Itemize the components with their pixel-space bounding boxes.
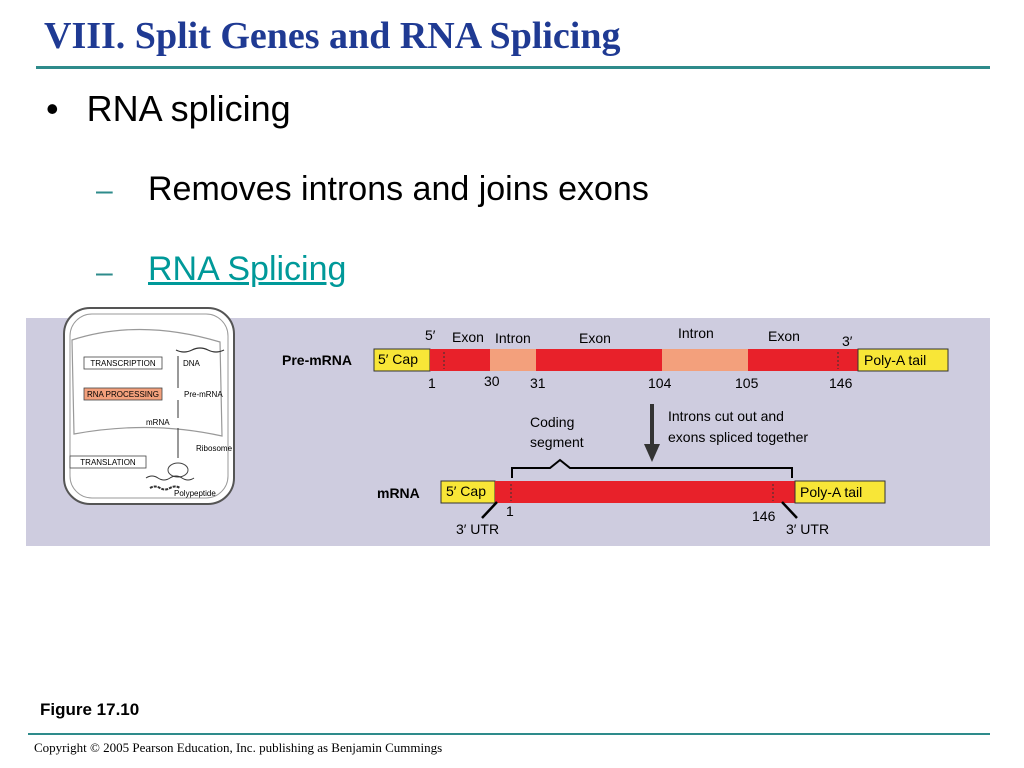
coding-segment-line-2: segment <box>530 434 584 450</box>
sub-dash-2: – <box>96 256 113 289</box>
central-dogma-thumbnail: TRANSCRIPTION DNA RNA PROCESSING Pre-mRN… <box>63 307 235 505</box>
mrna-label: mRNA <box>377 485 420 501</box>
translation-label: TRANSLATION <box>80 458 136 467</box>
title-divider <box>36 66 990 69</box>
ribosome-icon <box>167 462 189 478</box>
translation-box <box>69 455 147 469</box>
splicing-step: Introns cut out and exons spliced togeth… <box>511 404 808 478</box>
mrna-molecule: mRNA 5′ Cap Poly-A tail 1 146 3′ UTR 3′ … <box>377 480 886 537</box>
nucleus-outline <box>71 328 223 437</box>
pre-mrna-intron-2 <box>662 349 748 371</box>
splicing-note-line-2: exons spliced together <box>668 429 808 445</box>
pre-mrna-exon-2 <box>536 349 662 371</box>
pos-1: 1 <box>428 375 436 391</box>
copyright-notice: Copyright © 2005 Pearson Education, Inc.… <box>34 740 443 755</box>
utr-label-right: 3′ UTR <box>786 521 829 537</box>
utr-pointer-left <box>481 501 498 519</box>
bullet-dot: • <box>46 88 59 129</box>
pre-mrna-exon-3 <box>748 349 858 371</box>
cell-inner-outline <box>69 313 229 499</box>
coding-segment-line-1: Coding <box>530 414 574 430</box>
pos-104: 104 <box>648 375 672 391</box>
mrna-tail <box>794 480 886 504</box>
polypeptide-chain-icon <box>149 485 181 491</box>
pre-mrna-cap-label: 5′ Cap <box>378 351 418 367</box>
exon-label-1: Exon <box>452 329 484 345</box>
rna-splicing-link[interactable]: RNA Splicing <box>148 250 347 288</box>
rna-processing-label: RNA PROCESSING <box>87 390 159 399</box>
sub-bullet-removes-introns: Removes introns and joins exons <box>148 170 649 208</box>
pre-mrna-label: Pre-mRNA <box>282 352 352 368</box>
pos-30: 30 <box>484 373 500 389</box>
exon-label-3: Exon <box>768 328 800 344</box>
footer-divider <box>28 733 990 735</box>
dna-strand-icon <box>175 347 225 353</box>
mrna-tail-label: Poly-A tail <box>800 484 862 500</box>
pre-mrna-tail <box>857 348 949 372</box>
pos-146: 146 <box>829 375 853 391</box>
coding-segment-bracket <box>511 458 793 478</box>
transcription-label: TRANSCRIPTION <box>90 359 156 368</box>
ribosome-label: Ribosome <box>196 444 233 453</box>
mrna-thumb-label: mRNA <box>146 418 170 427</box>
sub-dash-1: – <box>96 174 113 207</box>
utr-pointer-right <box>781 501 798 519</box>
mrna-pos-146: 146 <box>752 508 776 524</box>
mrna-coding-region <box>495 481 795 503</box>
pre-mrna-exon-1 <box>430 349 490 371</box>
cell-outline <box>63 307 235 505</box>
mrna-strand-icon <box>145 475 195 481</box>
mrna-cap-label: 5′ Cap <box>446 483 486 499</box>
pos-105: 105 <box>735 375 759 391</box>
slide-title: VIII. Split Genes and RNA Splicing <box>44 15 621 57</box>
exon-label-2: Exon <box>579 330 611 346</box>
splicing-note-line-1: Introns cut out and <box>668 408 784 424</box>
three-prime-end-label: 3′ <box>842 333 853 349</box>
pre-mrna-intron-1 <box>490 349 536 371</box>
mrna-pos-1: 1 <box>506 503 514 519</box>
transcription-box <box>83 356 163 370</box>
dna-label: DNA <box>183 359 201 368</box>
pre-mrna-molecule: Pre-mRNA 5′ Cap Poly-A tail 5′ Exon Intr… <box>282 325 949 391</box>
bullet-item: • RNA splicing <box>46 88 291 130</box>
polypeptide-label: Polypeptide <box>174 489 216 498</box>
pre-mrna-tail-label: Poly-A tail <box>864 352 926 368</box>
intron-label-1: Intron <box>495 330 531 346</box>
bullet-text: RNA splicing <box>86 88 291 129</box>
five-prime-end-label: 5′ <box>425 327 436 343</box>
figure-caption: Figure 17.10 <box>40 700 140 719</box>
pos-31: 31 <box>530 375 546 391</box>
utr-label-left: 3′ UTR <box>456 521 499 537</box>
pre-mrna-thumb-label: Pre-mRNA <box>184 390 223 399</box>
intron-label-2: Intron <box>678 325 714 341</box>
rna-processing-box <box>83 387 163 401</box>
splicing-arrow-head <box>644 444 660 462</box>
